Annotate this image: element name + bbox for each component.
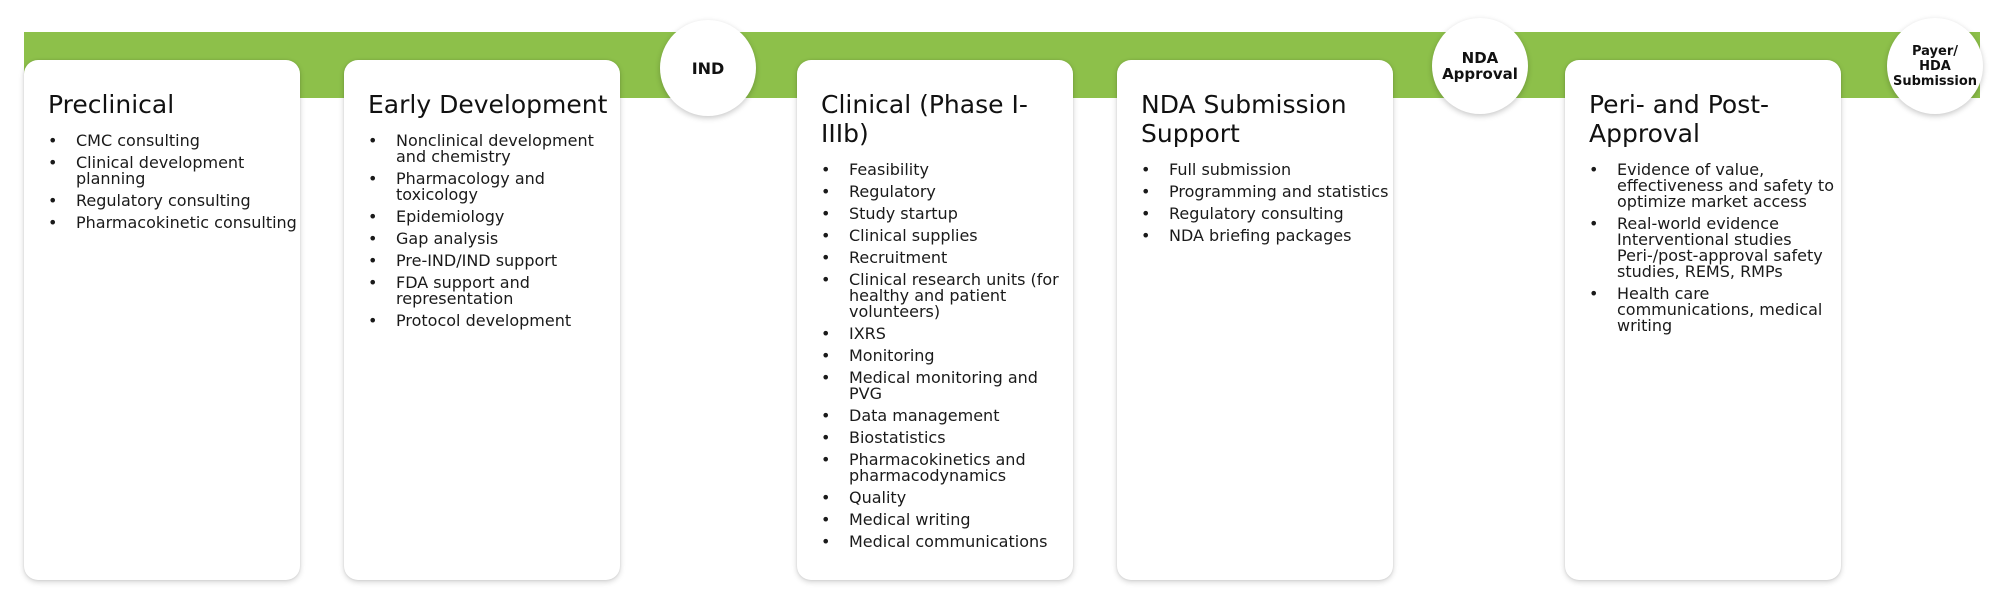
list-item: •Pre-IND/IND support (368, 251, 558, 270)
card-list: •Evidence of value, effectiveness and sa… (1589, 162, 1841, 334)
list-item: •Pharmacology and toxicology (368, 169, 545, 204)
card-list: •CMC consulting •Clinical development pl… (48, 133, 300, 231)
list-item: •Clinical research units (for healthy an… (821, 270, 1059, 321)
list-item: •Health care communications, medical wri… (1589, 284, 1823, 335)
list-item: •Pharmacokinetic consulting (48, 213, 297, 232)
list-item: •Regulatory (821, 182, 936, 201)
milestone-ind: IND (660, 20, 756, 116)
list-item: •Epidemiology (368, 207, 505, 226)
list-item: •Clinical supplies (821, 226, 978, 245)
card-early-development: Early Development •Nonclinical developme… (344, 60, 620, 580)
list-item: •Protocol development (368, 311, 572, 330)
card-nda-submission-support: NDA Submission Support •Full submission … (1117, 60, 1393, 580)
milestone-payer-hda-submission: Payer/ HDA Submission (1887, 18, 1983, 114)
list-item: •Biostatistics (821, 428, 946, 447)
card-title: Clinical (Phase I-IIIb) (821, 90, 1028, 148)
list-item: •FDA support and representation (368, 273, 530, 308)
list-item: •Evidence of value, effectiveness and sa… (1589, 160, 1834, 211)
list-item: •Data management (821, 406, 1000, 425)
list-item: •Nonclinical development and chemistry (368, 131, 594, 166)
list-item: •Medical writing (821, 510, 971, 529)
card-title: Early Development (368, 90, 608, 119)
list-item: •Full submission (1141, 160, 1292, 179)
list-item: •Pharmacokinetics and pharmacodynamics (821, 450, 1026, 485)
list-item: •Gap analysis (368, 229, 499, 248)
list-item: •Regulatory consulting (48, 191, 251, 210)
card-title: Preclinical (48, 90, 175, 119)
card-preclinical: Preclinical •CMC consulting •Clinical de… (24, 60, 300, 580)
list-item: •Regulatory consulting (1141, 204, 1344, 223)
list-item: •IXRS (821, 324, 886, 343)
list-item: •Real-world evidence Interventional stud… (1589, 214, 1823, 281)
list-item: •Clinical development planning (48, 153, 245, 188)
card-list: •Full submission •Programming and statis… (1141, 162, 1393, 244)
list-item: •Quality (821, 488, 907, 507)
list-item: •CMC consulting (48, 131, 200, 150)
card-peri-post-approval: Peri- and Post-Approval •Evidence of val… (1565, 60, 1841, 580)
card-list: •Feasibility •Regulatory •Study startup … (821, 162, 1073, 550)
card-title: NDA Submission Support (1141, 90, 1347, 148)
list-item: •NDA briefing packages (1141, 226, 1352, 245)
card-clinical: Clinical (Phase I-IIIb) •Feasibility •Re… (797, 60, 1073, 580)
card-title: Peri- and Post-Approval (1589, 90, 1770, 148)
list-item: •Medical monitoring and PVG (821, 368, 1038, 403)
list-item: •Medical communications (821, 532, 1048, 551)
list-item: •Study startup (821, 204, 958, 223)
list-item: •Feasibility (821, 160, 929, 179)
list-item: •Monitoring (821, 346, 935, 365)
list-item: •Recruitment (821, 248, 948, 267)
card-list: •Nonclinical development and chemistry •… (368, 133, 620, 329)
milestone-nda-approval: NDA Approval (1432, 18, 1528, 114)
list-item: •Programming and statistics (1141, 182, 1389, 201)
